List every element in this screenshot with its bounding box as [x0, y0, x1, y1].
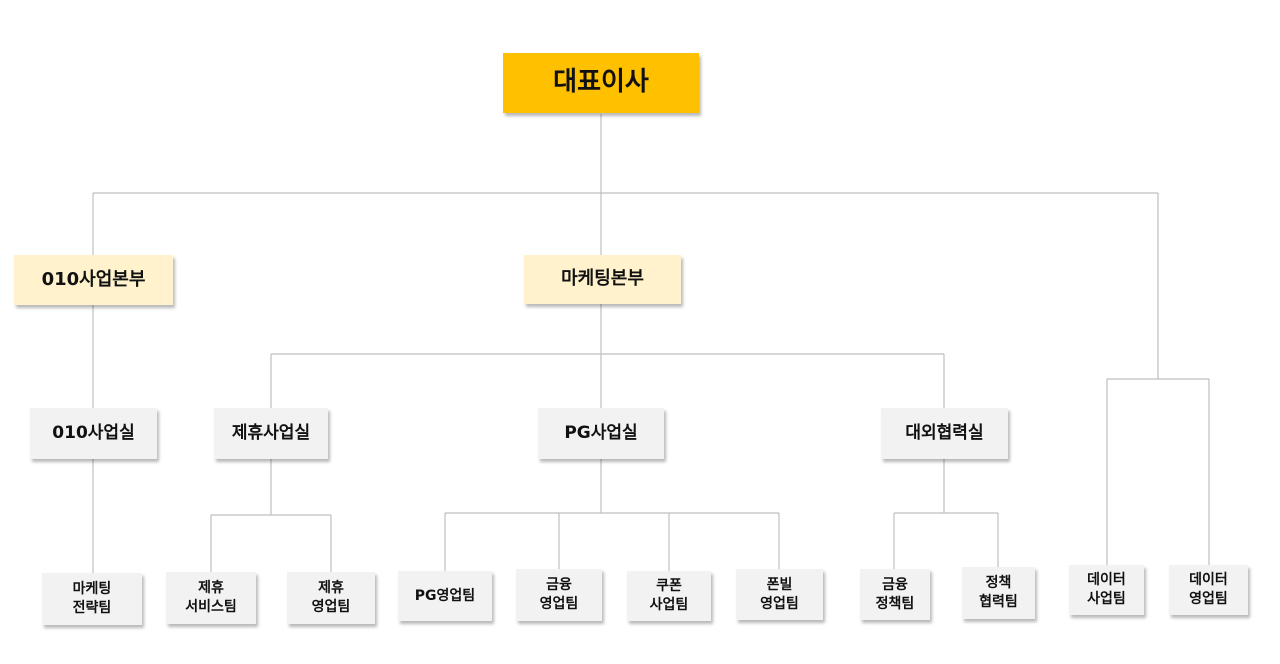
team-box-alliance-service: 제휴 서비스팀: [166, 572, 256, 624]
team-box-data-biz: 데이터 사업팀: [1069, 565, 1144, 615]
ceo-box: 대표이사: [503, 53, 699, 113]
division-box-010: 010사업본부: [14, 255, 173, 305]
team-box-data-sales: 데이터 영업팀: [1169, 565, 1248, 615]
team-box-marketing-strategy: 마케팅 전략팀: [42, 573, 142, 625]
department-box-external: 대외협력실: [881, 408, 1008, 459]
department-box-alliance: 제휴사업실: [214, 408, 328, 459]
division-box-marketing: 마케팅본부: [524, 255, 681, 304]
department-box-pg: PG사업실: [538, 408, 664, 459]
team-box-coupon-biz: 쿠폰 사업팀: [627, 571, 711, 621]
team-box-policy-coop: 정책 협력팀: [962, 567, 1035, 619]
team-box-phonebill-sales: 폰빌 영업팀: [736, 569, 823, 620]
team-box-alliance-sales: 제휴 영업팀: [287, 572, 375, 624]
team-box-finance-sales: 금융 영업팀: [516, 569, 602, 621]
department-box-010-office: 010사업실: [30, 408, 157, 459]
team-box-finance-policy: 금융 정책팀: [860, 569, 930, 620]
team-box-pg-sales: PG영업팀: [398, 571, 492, 621]
